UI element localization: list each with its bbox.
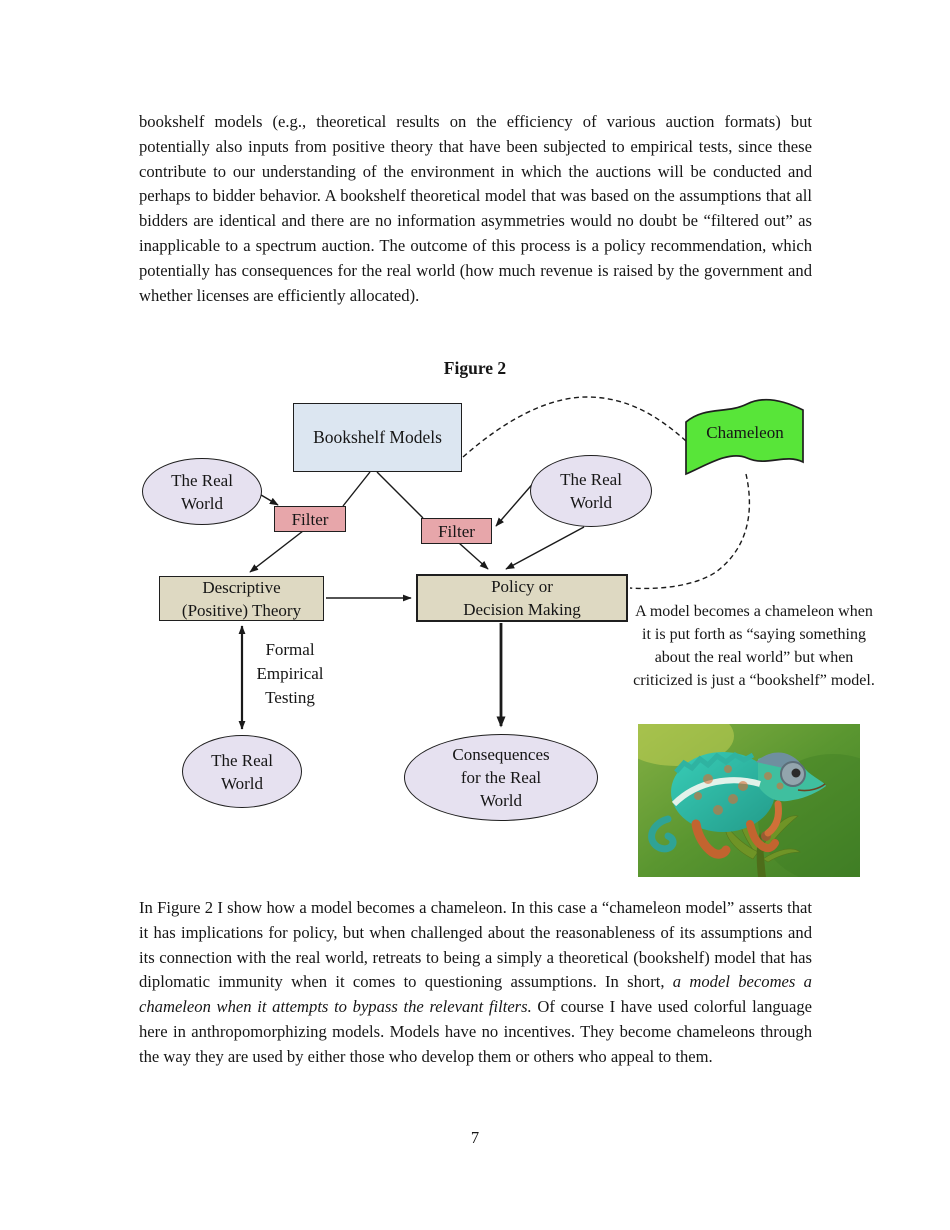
formal-testing-line: Testing <box>265 688 315 707</box>
real-world-label: The Real <box>171 470 233 490</box>
descriptive-theory-label: Descriptive <box>202 577 281 597</box>
real-world-oval-bottom: The Real World <box>182 735 302 808</box>
real-world-oval-top-left: The Real World <box>142 458 262 525</box>
policy-decision-label: Policy or <box>491 577 553 596</box>
real-world-label: The Real <box>211 750 273 770</box>
descriptive-theory-box: Descriptive (Positive) Theory <box>159 576 324 621</box>
chameleon-illustration <box>638 724 860 877</box>
arrow-filter-right-to-policy <box>458 542 489 570</box>
real-world-label: The Real <box>560 470 622 489</box>
bottom-paragraph-italic: a model becomes a chameleon when it atte… <box>139 972 812 1017</box>
real-world-label: World <box>180 493 224 513</box>
figure-title: Figure 2 <box>443 358 507 378</box>
bookshelf-models-label: Bookshelf Models <box>313 427 442 447</box>
consequences-label: for the Real <box>460 768 542 787</box>
line-bookshelf-to-filter-left <box>342 471 371 507</box>
formal-testing-line: Formal <box>265 640 315 659</box>
arrow-filter-left-to-descriptive <box>249 530 304 573</box>
bottom-paragraph-part1: In Figure 2 I show how a model becomes a… <box>139 898 812 992</box>
line-bookshelf-to-filter-right <box>376 471 424 519</box>
descriptive-theory-label: (Positive) Theory <box>181 600 302 620</box>
formal-testing-line: Empirical <box>256 664 324 683</box>
bottom-paragraph: In Figure 2 I show how a model becomes a… <box>139 896 812 1070</box>
top-paragraph: bookshelf models (e.g., theoretical resu… <box>139 112 812 305</box>
real-world-oval-top-right: The Real World <box>530 455 652 527</box>
bookshelf-models-box: Bookshelf Models <box>293 403 462 472</box>
real-world-label: World <box>569 493 613 512</box>
policy-decision-box: Policy or Decision Making <box>416 574 628 622</box>
policy-decision-label: Decision Making <box>463 600 581 619</box>
dashed-curve-bookshelf-to-chameleon <box>462 396 687 458</box>
filter-box-right: Filter <box>421 518 492 544</box>
chameleon-note: A model becomes a chameleon when it is p… <box>633 603 875 689</box>
formal-empirical-testing-label: Formal Empirical Testing <box>240 638 340 710</box>
consequences-label: Consequences <box>452 745 550 764</box>
filter-box-left: Filter <box>274 506 346 532</box>
chameleon-flag: Chameleon <box>683 396 807 480</box>
arrow-realworld-to-policy <box>505 526 585 570</box>
chameleon-flag-label: Chameleon <box>706 423 784 442</box>
page-number: 7 <box>470 1128 480 1147</box>
consequences-label: World <box>479 791 523 810</box>
consequences-oval: Consequences for the Real World <box>404 734 598 821</box>
flag-shape <box>685 398 804 476</box>
filter-label: Filter <box>291 509 329 529</box>
filter-label: Filter <box>438 521 475 541</box>
real-world-label: World <box>220 773 264 793</box>
chameleon-photo <box>638 724 860 877</box>
bottom-paragraph-part2: Of course I have used colorful language … <box>139 997 812 1066</box>
